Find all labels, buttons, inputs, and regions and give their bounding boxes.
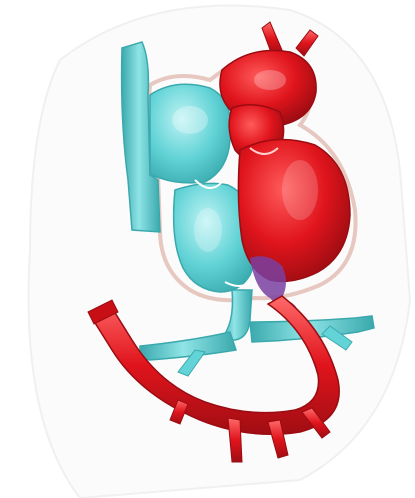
highlight-ra: [172, 106, 208, 134]
highlight-lv: [282, 160, 318, 220]
highlight-aorta: [254, 70, 286, 90]
highlight-rv: [194, 208, 222, 252]
